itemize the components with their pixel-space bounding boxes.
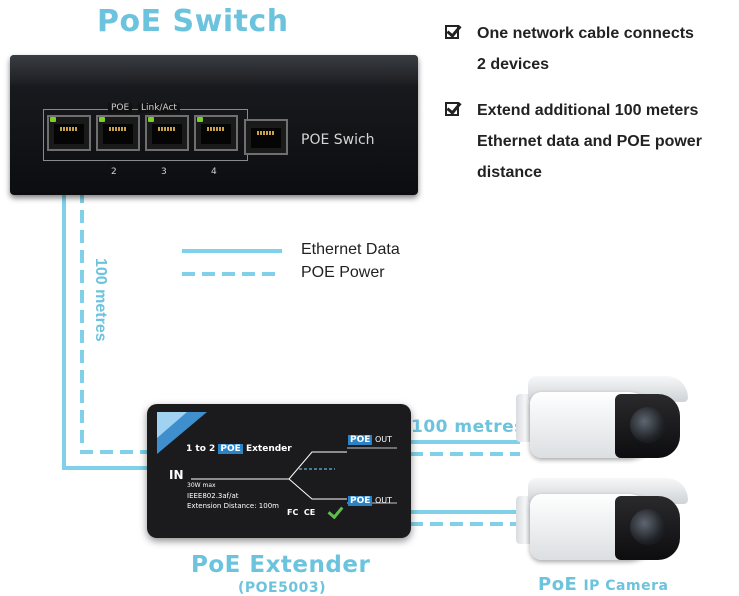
switch-port-2 — [96, 115, 140, 151]
poe-power-cable — [80, 150, 156, 454]
ip-camera-2 — [510, 474, 690, 569]
out-1-label: OUT — [374, 435, 392, 444]
extender-standard-spec: IEEE802.3af/at — [187, 492, 239, 500]
checkbox-icon — [445, 102, 459, 116]
led-icon — [50, 117, 56, 122]
extender-distance-spec: Extension Distance: 100m — [187, 502, 279, 510]
switch-name-label: POE Swich — [301, 132, 375, 148]
extender-in-label: IN — [169, 468, 184, 482]
ethernet-data-cable — [62, 150, 156, 470]
legend-ethernet-label: Ethernet Data — [301, 241, 400, 258]
extender-power-spec: 30W max — [187, 482, 216, 489]
led-icon — [148, 117, 154, 122]
port-number-2: 2 — [111, 167, 117, 177]
camera-lens-icon — [630, 407, 666, 443]
cert-marks: FC CE — [287, 508, 316, 517]
camera-lens-icon — [630, 509, 666, 545]
led-icon — [99, 117, 105, 122]
port-number-4: 4 — [211, 167, 217, 177]
out-1-poe-badge: POE — [348, 435, 373, 445]
switch-port-4 — [194, 115, 238, 151]
link-act-label: Link/Act — [138, 103, 180, 113]
extender-title-prefix: 1 to 2 — [186, 444, 216, 454]
out-2-label: OUT — [374, 496, 392, 505]
feature-2-line-3: distance — [477, 164, 542, 181]
extender-model: (POE5003) — [238, 580, 326, 596]
legend-poe-label: POE Power — [301, 264, 385, 281]
switch-port-3 — [145, 115, 189, 151]
switch-uplink-port — [244, 119, 288, 155]
extender-panel-art — [157, 412, 397, 504]
poe-extender-device: 1 to 2 POE Extender IN POE OUT POE OUT 3… — [147, 404, 411, 538]
extender-title-suffix: Extender — [245, 444, 292, 454]
feature-2-line-1: Extend additional 100 meters — [477, 102, 699, 119]
camera-caption: PoE IP Camera — [538, 574, 668, 595]
camera-caption-prefix: PoE — [538, 574, 578, 595]
feature-1-line-1: One network cable connects — [477, 25, 694, 42]
checkbox-icon — [445, 25, 459, 39]
feature-1-line-2: 2 devices — [477, 56, 550, 73]
ip-camera-1 — [510, 372, 690, 467]
horizontal-distance-label: 100 metres — [411, 417, 525, 437]
poe-switch-device: POE Link/Act 2 3 4 POE Swich — [10, 55, 418, 195]
extender-poe-badge: POE — [218, 444, 243, 454]
port-number-3: 3 — [161, 167, 167, 177]
poe-label: POE — [108, 103, 133, 113]
vertical-distance-label: 100 metres — [92, 258, 109, 342]
camera-caption-suffix: IP Camera — [583, 578, 669, 594]
feature-2-line-2: Ethernet data and POE power — [477, 133, 702, 150]
led-icon — [197, 117, 203, 122]
out-2-poe-badge: POE — [348, 496, 373, 506]
extender-caption: PoE Extender — [191, 552, 371, 578]
page-title: PoE Switch — [97, 4, 289, 39]
